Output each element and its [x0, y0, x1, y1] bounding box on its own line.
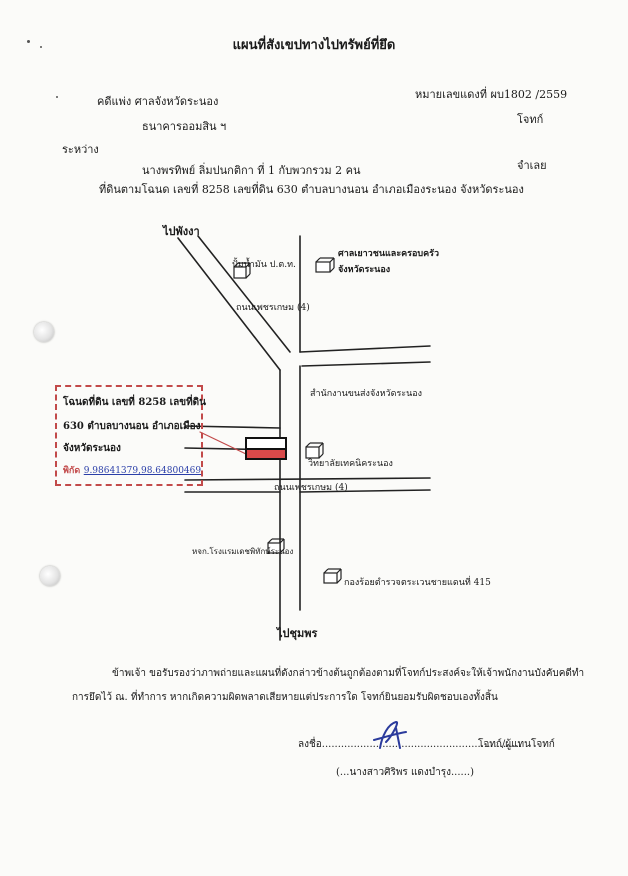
direction-south: ไปชุมพร: [277, 627, 318, 640]
signature-line: ลงชื่อ..................................…: [298, 739, 523, 750]
scan-speck: [27, 40, 30, 43]
signature-role: โจทก์/ผู้แทนโจทก์: [478, 739, 555, 750]
between-label: ระหว่าง: [62, 143, 99, 156]
case-number: หมายเลขแดงที่ ผบ1802 /2559: [415, 88, 568, 101]
building-icon: [267, 538, 285, 554]
road-diagonal-left-edge: [177, 237, 281, 371]
road-diagonal-right-edge: [197, 235, 291, 353]
coordinate-link[interactable]: 9.98641379,98.64800469: [83, 466, 202, 476]
subject-property: [245, 437, 287, 460]
label-juvenile-court-2: จังหวัดระนอง: [338, 265, 391, 275]
road-west-top: [184, 425, 281, 429]
signer-name: (...นางสาวศิริพร แดงบำรุง......): [336, 767, 474, 778]
label-tech-college: วิทยาลัยเทคนิคระนอง: [308, 459, 393, 469]
certification-line-1: ข้าพเจ้า ขอรับรองว่าภาพถ่ายและแผนที่ดังก…: [112, 668, 585, 679]
signature-mark: [373, 721, 407, 749]
property-description: ที่ดินตามโฉนด เลขที่ 8258 เลขที่ดิน 630 …: [99, 183, 524, 196]
label-road-lower: ถนนเพชรเกษม (4): [274, 483, 348, 493]
road-cross-top: [184, 477, 431, 481]
defendant-role: จำเลย: [517, 159, 547, 172]
scan-speck: [56, 96, 58, 98]
label-hotel: หจก.โรงแรมเดชพิทักษ์ระนอง: [192, 547, 294, 556]
building-icon: [323, 568, 342, 584]
callout-coordinate: พิกัด 9.98641379,98.64800469: [63, 463, 201, 477]
property-callout: โฉนดที่ดิน เลขที่ 8258 เลขที่ดิน 630 ตำบ…: [55, 385, 206, 486]
label-juvenile-court: ศาลเยาวชนและครอบครัว: [338, 249, 440, 259]
certification-line-2: การยึดไว้ ณ. ที่ทำการ หากเกิดความผิดพลาด…: [72, 692, 498, 703]
road-east-branch-top: [299, 345, 431, 353]
road-east-branch-bottom: [301, 361, 431, 367]
callout-line-3: จังหวัดระนอง: [63, 443, 121, 454]
punch-hole-top: [34, 322, 54, 342]
label-transport-office: สำนักงานขนส่งจังหวัดระนอง: [310, 389, 423, 399]
defendant-name: นางพรทิพย์ ลิ่มปนกติกา ที่ 1 กับพวกรวม 2…: [142, 164, 361, 177]
callout-line-1: โฉนดที่ดิน เลขที่ 8258 เลขที่ดิน: [63, 397, 206, 408]
callout-leader-line: [199, 431, 247, 455]
label-border-police: กองร้อยตำรวจตระเวนชายแดนที่ 415: [344, 578, 491, 588]
building-icon: [305, 442, 324, 459]
label-gas-station: ปั้มน้ำมัน ป.ต.ท.: [232, 260, 296, 270]
callout-line-2: 630 ตำบลบางนอน อำเภอเมือง: [63, 421, 201, 432]
plaintiff-role: โจทก์: [517, 113, 544, 126]
page-title: แผนที่สังเขปทางไปทรัพย์ที่ยึด: [232, 38, 396, 53]
building-icon: [233, 262, 251, 279]
building-icon: [315, 257, 335, 273]
scan-speck: [40, 46, 42, 48]
plaintiff-name: ธนาคารออมสิน ฯ: [142, 120, 227, 133]
punch-hole-bottom: [40, 566, 60, 586]
road-cross-bottom-east: [299, 489, 431, 493]
label-road-upper: ถนนเพชรเกษม (4): [236, 303, 310, 313]
coordinate-label: พิกัด: [63, 466, 81, 476]
case-court: คดีแพ่ง ศาลจังหวัดระนอง: [97, 95, 219, 108]
direction-north: ไปพังงา: [163, 225, 200, 238]
